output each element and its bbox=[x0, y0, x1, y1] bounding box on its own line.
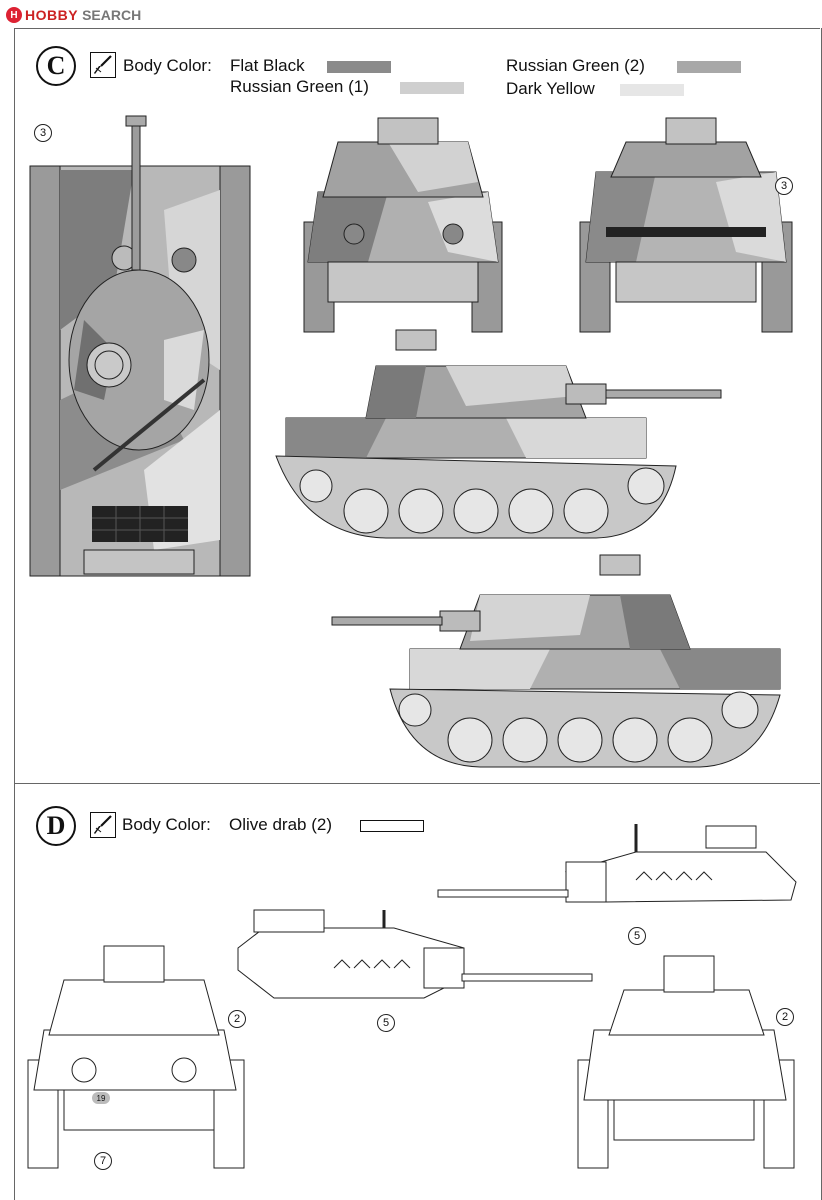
color-dark-yellow-swatch bbox=[620, 84, 684, 96]
paint-brush-icon bbox=[90, 52, 116, 78]
color-olive-drab-2-swatch bbox=[360, 820, 424, 832]
color-dark-yellow-label: Dark Yellow bbox=[506, 79, 595, 98]
tank-side-view-left-camo bbox=[331, 554, 781, 768]
logo-mark: H bbox=[6, 7, 22, 23]
top-border bbox=[14, 28, 820, 29]
section-divider bbox=[14, 783, 820, 784]
callout-5-right: 5 bbox=[628, 927, 646, 945]
callout-5-center: 5 bbox=[377, 1014, 395, 1032]
section-c-heading: Body Color: bbox=[123, 56, 212, 75]
hobby-search-logo: H HOBBY SEARCH bbox=[6, 4, 141, 26]
color-russian-green-2-swatch bbox=[677, 61, 741, 73]
color-russian-green-2-label: Russian Green (2) bbox=[506, 56, 645, 75]
tank-side-view-right-camo bbox=[275, 329, 722, 539]
callout-2-left: 2 bbox=[228, 1010, 246, 1028]
tank-front-view-olive bbox=[27, 945, 245, 1169]
turret-side-view-right bbox=[237, 909, 593, 999]
callout-3-rear: 3 bbox=[775, 177, 793, 195]
color-russian-green-1-label: Russian Green (1) bbox=[230, 77, 369, 96]
callout-3-top: 3 bbox=[34, 124, 52, 142]
tank-top-view-camo bbox=[29, 115, 251, 577]
color-russian-green-1-swatch bbox=[400, 82, 464, 94]
callout-7: 7 bbox=[94, 1152, 112, 1170]
tank-rear-view-camo bbox=[579, 117, 793, 333]
color-flat-black-swatch bbox=[327, 61, 391, 73]
section-d-heading: Body Color: bbox=[122, 815, 211, 834]
plate-19: 19 bbox=[92, 1092, 110, 1104]
logo-brand: HOBBY bbox=[25, 7, 79, 23]
paint-brush-icon bbox=[90, 812, 116, 838]
tank-rear-view-olive bbox=[577, 955, 795, 1169]
tank-front-view-camo bbox=[303, 117, 503, 333]
color-flat-black-label: Flat Black bbox=[230, 56, 305, 75]
section-d-letter: D bbox=[36, 806, 76, 846]
color-olive-drab-2-label: Olive drab (2) bbox=[229, 815, 332, 834]
turret-side-view-left bbox=[437, 824, 797, 903]
callout-2-right: 2 bbox=[776, 1008, 794, 1026]
logo-suffix: SEARCH bbox=[82, 7, 142, 23]
section-c-letter: C bbox=[36, 46, 76, 86]
